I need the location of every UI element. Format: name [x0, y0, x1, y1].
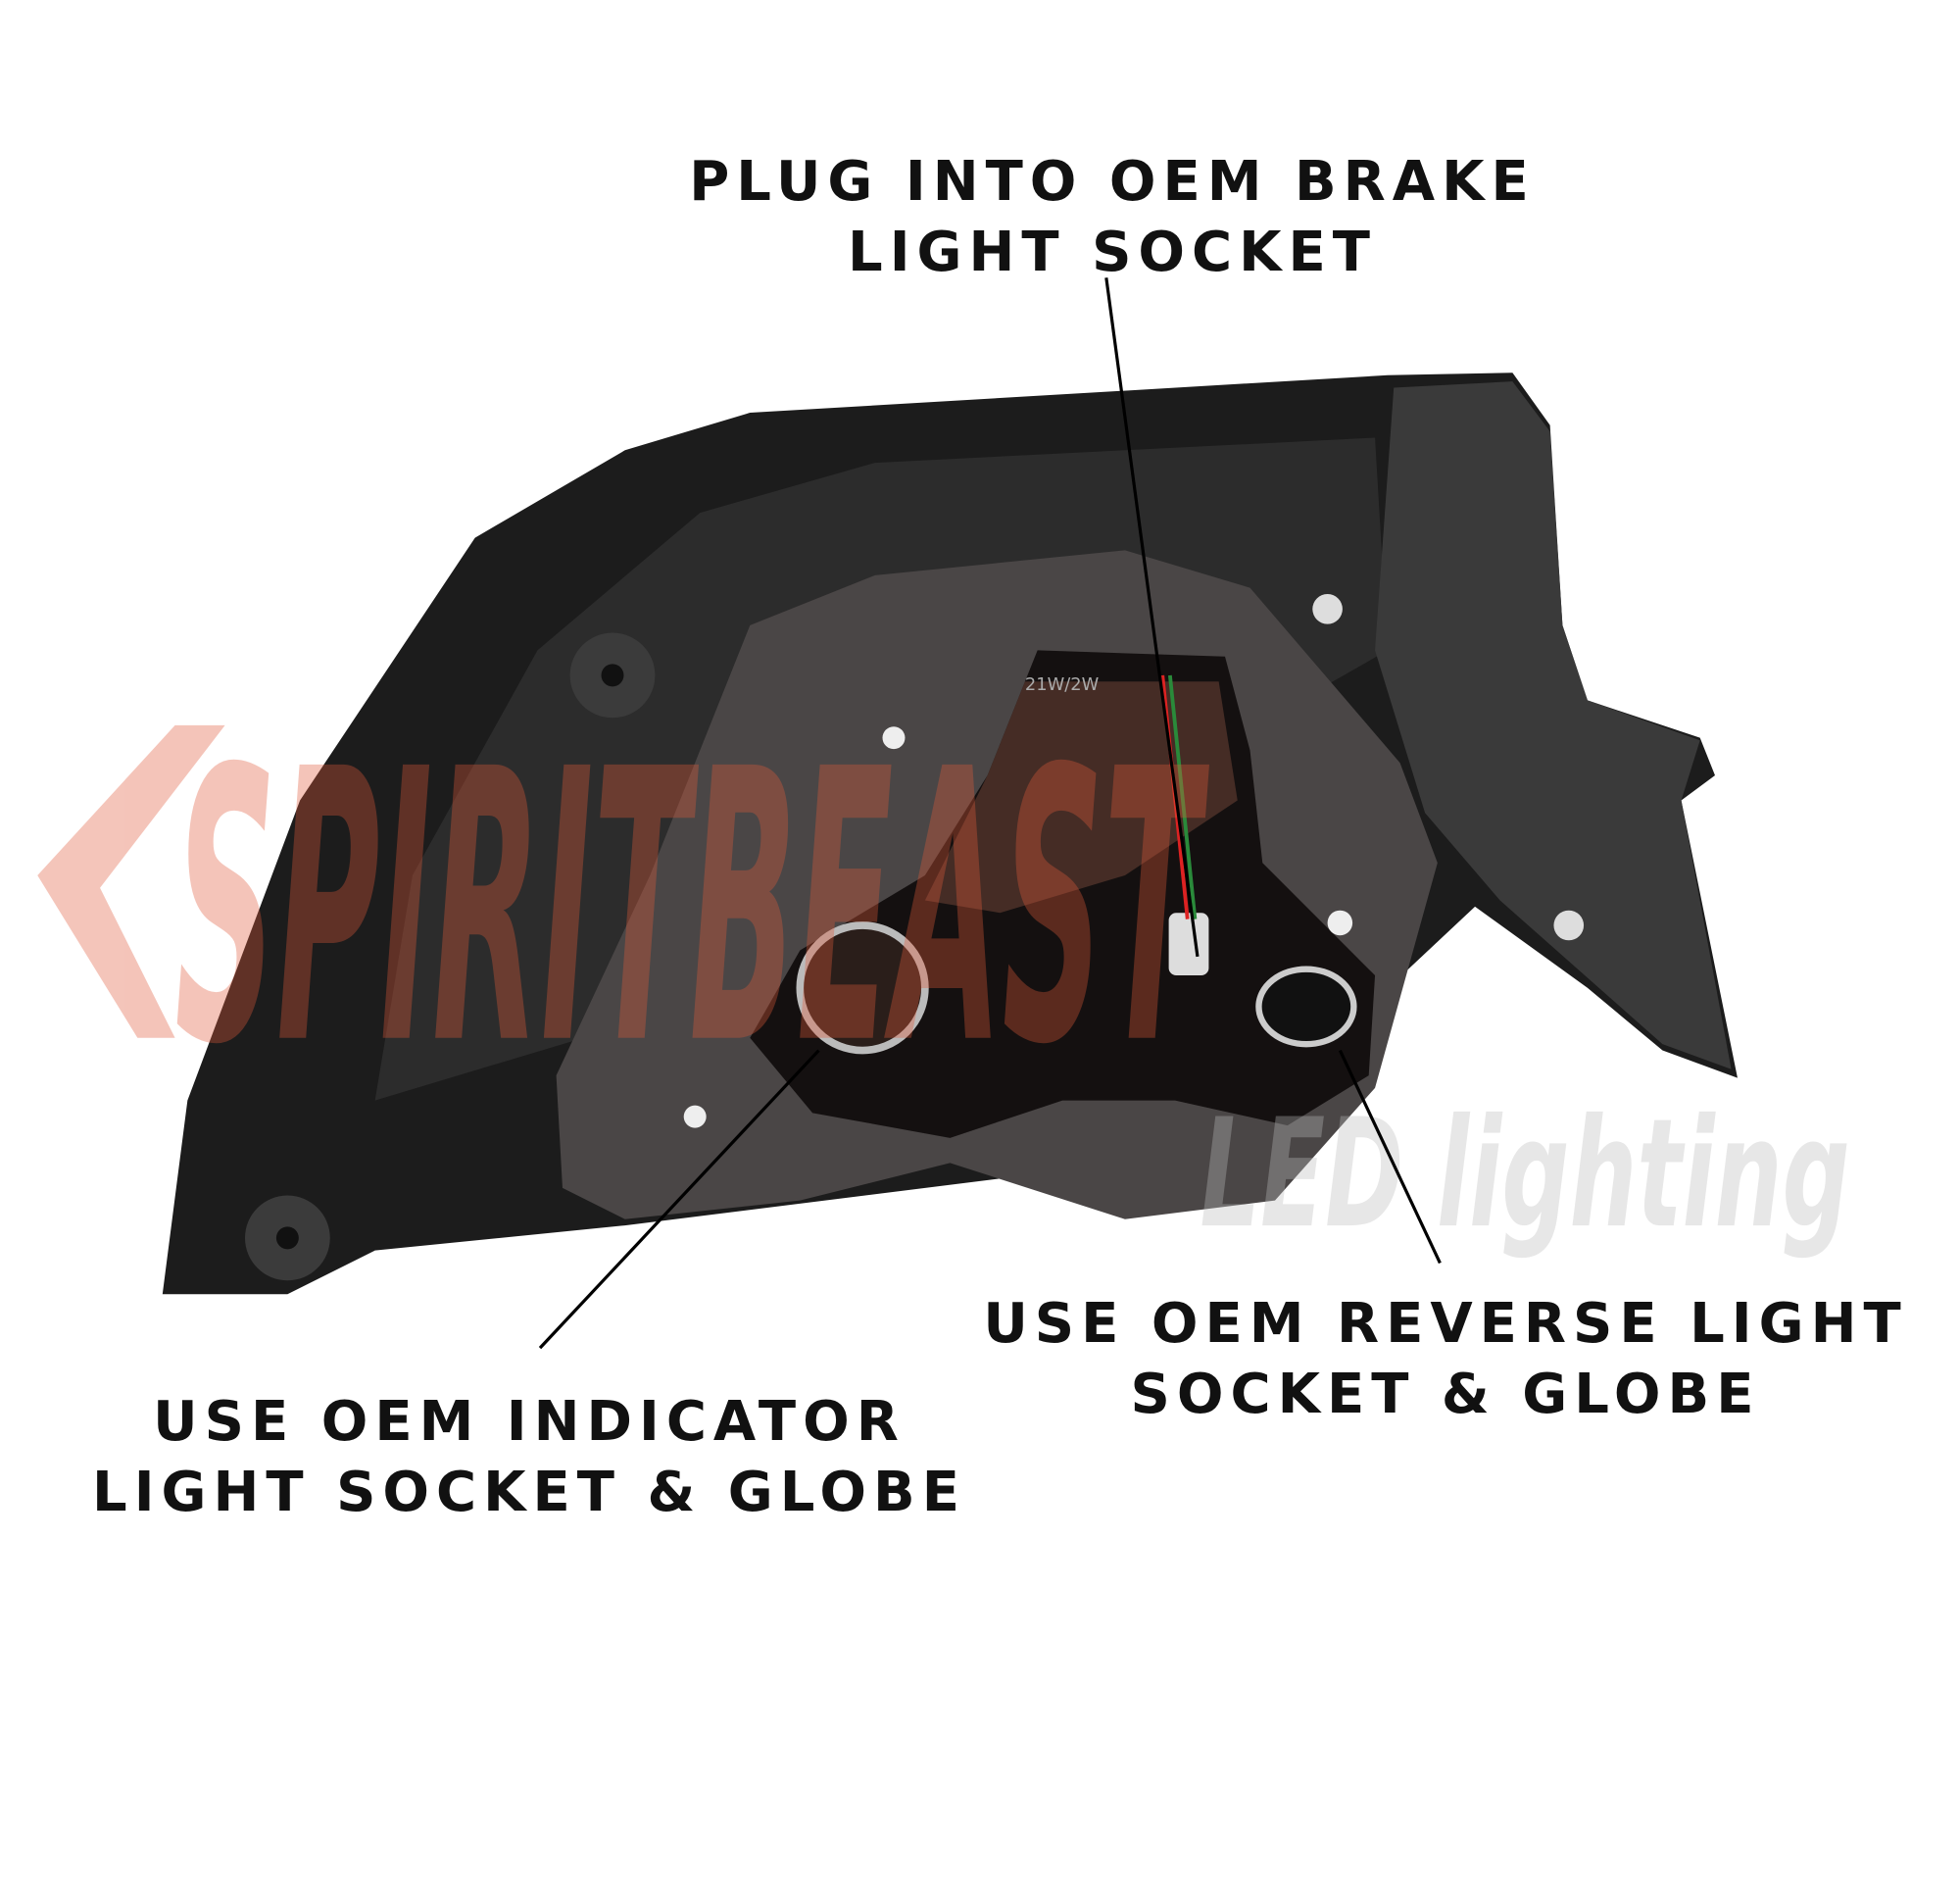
reverse-callout-line1: USE OEM REVERSE LIGHT	[983, 1292, 1908, 1356]
stud-hole	[601, 664, 624, 687]
watermark: SPIRITBEAST LED lighting	[37, 691, 1850, 1262]
reflector-interior	[924, 681, 1238, 914]
indicator-socket	[796, 921, 929, 1055]
gasket-pin	[1327, 910, 1353, 936]
stud-hole	[275, 1226, 299, 1250]
gasket-pin	[882, 726, 906, 750]
indicator-callout-line2: LIGHT SOCKET & GLOBE	[92, 1461, 966, 1524]
brake-led-connector	[1168, 913, 1209, 976]
watermark-sub: LED lighting	[1200, 1087, 1849, 1262]
wire-green	[1167, 674, 1198, 919]
screw	[1553, 910, 1585, 941]
brake-callout: PLUG INTO OEM BRAKE LIGHT SOCKET	[622, 147, 1602, 288]
bulb-marking: 21W/2W	[1025, 674, 1100, 695]
indicator-leader-line	[538, 1049, 820, 1350]
reverse-leader-line	[1338, 1049, 1442, 1265]
reverse-socket	[1255, 966, 1357, 1048]
screw	[1312, 593, 1343, 624]
brake-leader-line	[1104, 277, 1200, 958]
reverse-callout: USE OEM REVERSE LIGHT SOCKET & GLOBE	[941, 1289, 1950, 1430]
side-flange	[1375, 381, 1732, 1069]
indicator-callout: USE OEM INDICATOR LIGHT SOCKET & GLOBE	[39, 1387, 1019, 1528]
brake-callout-line2: LIGHT SOCKET	[848, 221, 1377, 284]
indicator-callout-line1: USE OEM INDICATOR	[153, 1390, 906, 1454]
gasket-pin	[683, 1105, 707, 1128]
brake-callout-line1: PLUG INTO OEM BRAKE	[689, 150, 1536, 214]
watermark-brand: SPIRITBEAST	[175, 691, 1210, 1127]
reverse-callout-line2: SOCKET & GLOBE	[1130, 1363, 1761, 1426]
